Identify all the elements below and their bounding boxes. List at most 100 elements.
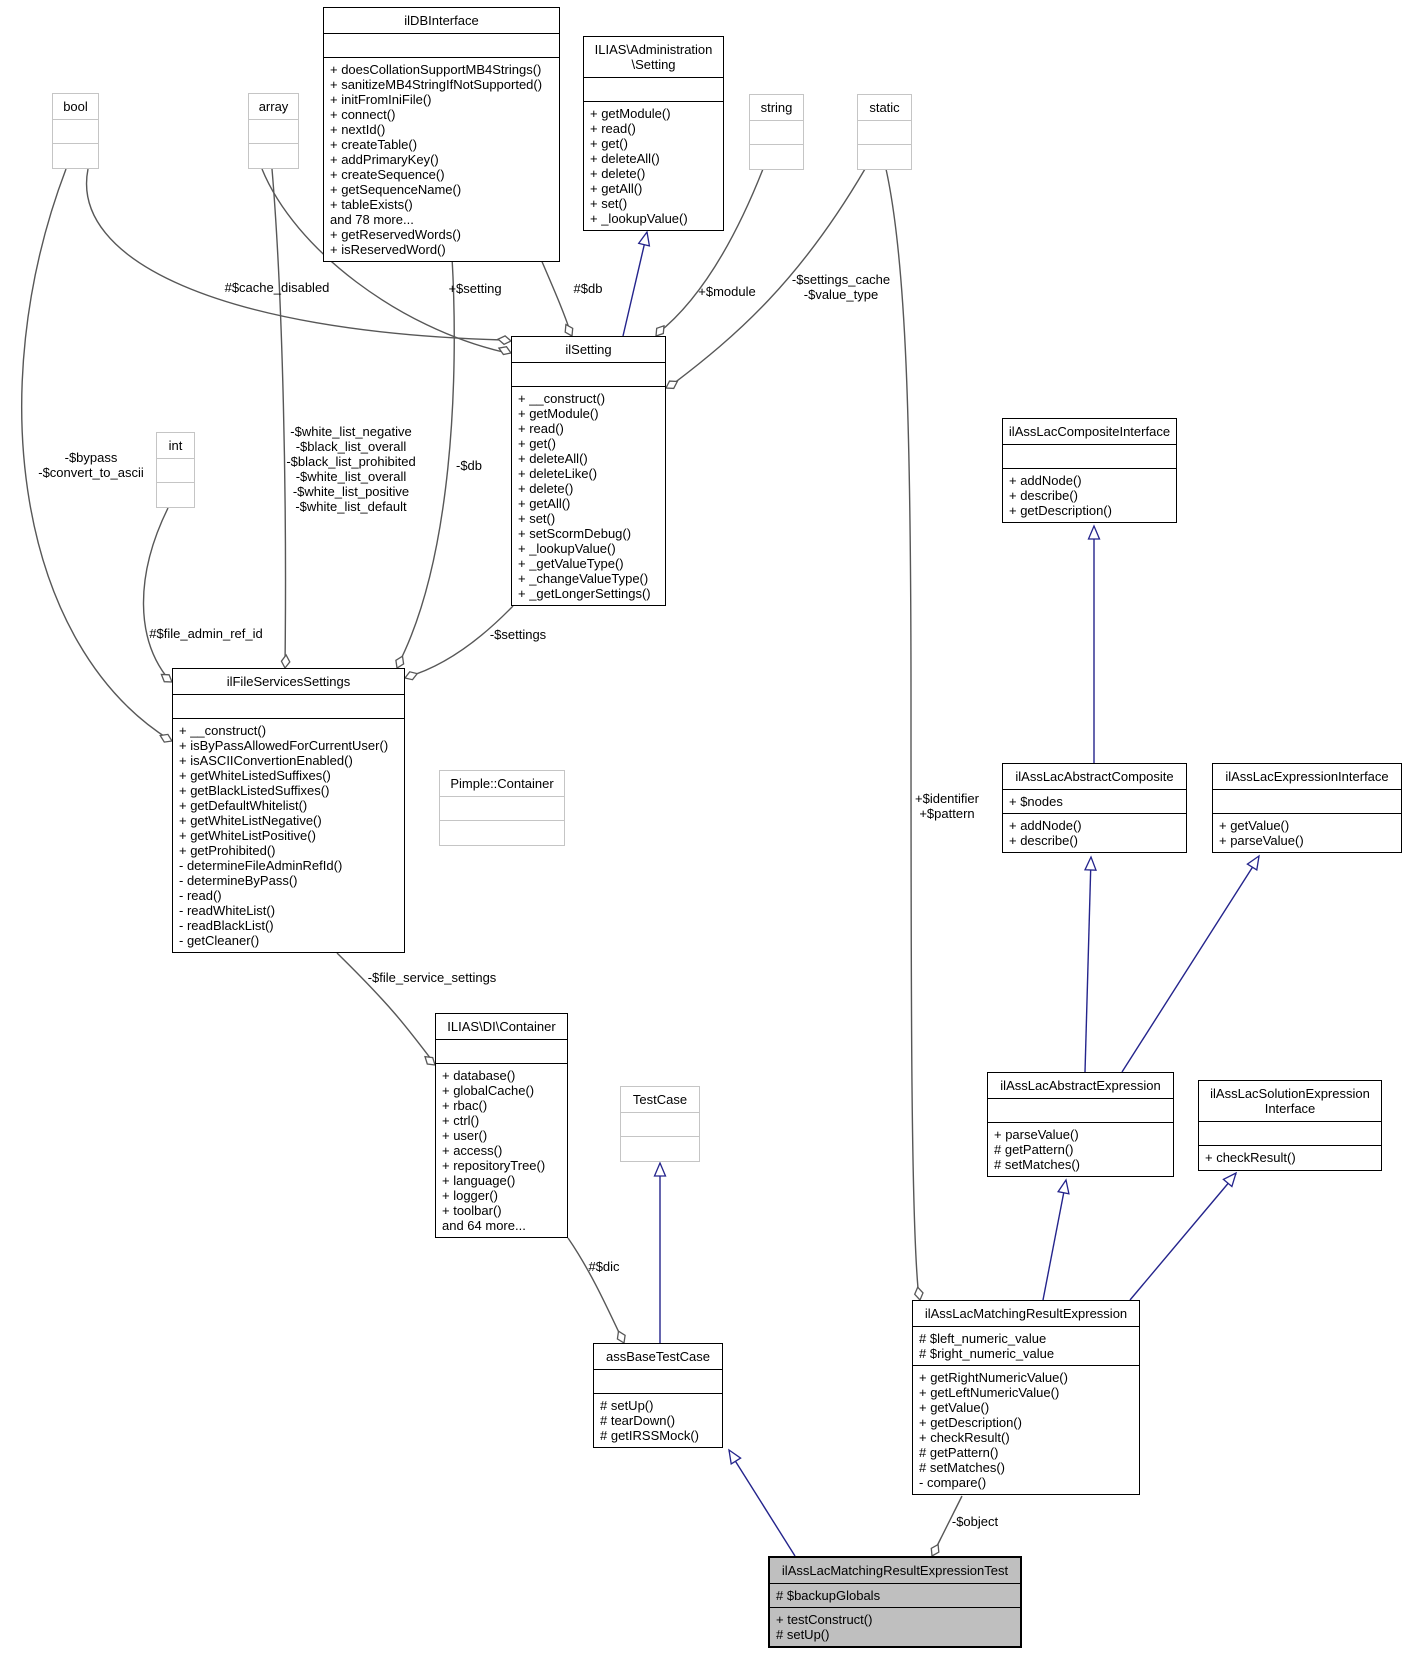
class-title: ilAssLacMatchingResultExpressionTest	[770, 1558, 1020, 1584]
aggregation-diamond	[930, 1543, 940, 1558]
edge-label-settings-private: -$settings	[490, 627, 546, 642]
edge-test-extends-assbasetestcase	[728, 1450, 796, 1557]
edge-bool-ilsetting	[85, 168, 504, 341]
class-attributes	[173, 695, 404, 719]
class-method: + parseValue()	[1219, 833, 1304, 848]
edge-label-setting: +$setting	[448, 281, 501, 296]
aggregation-diamond	[913, 1286, 924, 1302]
class-method: # setMatches()	[994, 1157, 1080, 1172]
edge-label-line: -$white_list_negative	[290, 424, 412, 439]
edge-label-line: -$white_list_positive	[292, 484, 410, 499]
class-method: + describe()	[1009, 833, 1078, 848]
class-box-ilsetting[interactable]: ilSetting+ __construct()+ getModule()+ r…	[511, 336, 666, 606]
class-method: + setScormDebug()	[518, 526, 632, 541]
edge-label-line: +$setting	[448, 281, 502, 296]
class-method: + _getValueType()	[518, 556, 624, 571]
class-attribute: + $nodes	[1009, 794, 1063, 809]
class-box-ilasslacabstractexpression[interactable]: ilAssLacAbstractExpression + parseValue()…	[987, 1072, 1174, 1177]
class-title: ilFileServicesSettings	[173, 669, 404, 695]
class-box-array[interactable]: array	[248, 93, 299, 169]
class-methods: + addNode()+ describe()	[1003, 814, 1186, 852]
class-box-int[interactable]: int	[156, 432, 195, 508]
class-attribute: # $right_numeric_value	[919, 1346, 1055, 1361]
class-box-ilfileservicessettings[interactable]: ilFileServicesSettings+ __construct()+ i…	[172, 668, 405, 953]
class-box-assbasetestcase[interactable]: assBaseTestCase# setUp()# tearDown()# ge…	[593, 1343, 723, 1448]
aggregation-diamond	[496, 335, 513, 346]
class-method: + tableExists()	[330, 197, 413, 212]
class-box-string[interactable]: string	[749, 94, 804, 170]
class-box-pimple-container[interactable]: Pimple::Container	[439, 770, 565, 846]
class-methods: + parseValue()# getPattern()# setMatches…	[988, 1123, 1173, 1176]
class-method: + getProhibited()	[179, 843, 276, 858]
class-method: # getPattern()	[919, 1445, 999, 1460]
class-title-line: \Setting	[631, 57, 676, 72]
class-title: ilAssLacAbstractExpression	[988, 1073, 1173, 1099]
class-title-line: ILIAS\DI\Container	[447, 1019, 556, 1034]
edge-label-bypass: -$bypass-$convert_to_ascii	[38, 450, 144, 480]
edge-label-identifier-pattern: +$identifier+$pattern	[915, 791, 979, 821]
class-method: - readBlackList()	[179, 918, 274, 933]
class-method: + read()	[518, 421, 564, 436]
class-box-ilasslacmatchingresultexpression[interactable]: ilAssLacMatchingResultExpression# $left_…	[912, 1300, 1140, 1495]
class-attributes	[1199, 1122, 1381, 1146]
class-method: # getPattern()	[994, 1142, 1074, 1157]
class-method: + set()	[518, 511, 556, 526]
class-title: ilAssLacCompositeInterface	[1003, 419, 1176, 445]
class-method: + database()	[442, 1068, 516, 1083]
edge-label-line: -$black_list_overall	[295, 439, 407, 454]
edge-label-line: -$file_service_settings	[367, 970, 497, 985]
class-method: + getDefaultWhitelist()	[179, 798, 308, 813]
class-method: + checkResult()	[1205, 1150, 1296, 1165]
class-attributes	[750, 121, 803, 145]
class-method: - compare()	[919, 1475, 987, 1490]
class-title-line: ilFileServicesSettings	[226, 674, 351, 689]
edge-label-line: #$cache_disabled	[224, 280, 330, 295]
class-box-ilasslacmatchingresultexpressiontest[interactable]: ilAssLacMatchingResultExpressionTest# $b…	[768, 1556, 1022, 1648]
class-attributes: + $nodes	[1003, 790, 1186, 814]
class-method: + repositoryTree()	[442, 1158, 546, 1173]
class-box-ilasslaccompositeinterface[interactable]: ilAssLacCompositeInterface + addNode()+ d…	[1002, 418, 1177, 523]
class-title: Pimple::Container	[440, 771, 564, 797]
class-title-line: ilDBInterface	[404, 13, 479, 28]
class-attributes	[858, 121, 911, 145]
class-box-ilasslacexpressioninterface[interactable]: ilAssLacExpressionInterface+ getValue()+…	[1212, 763, 1402, 853]
edge-label-line: -$db	[455, 458, 483, 473]
class-methods	[858, 145, 911, 169]
class-attributes	[249, 120, 298, 144]
class-method: + addNode()	[1009, 818, 1082, 833]
class-box-ildbinterface[interactable]: ilDBInterface+ doesCollationSupportMB4St…	[323, 7, 560, 262]
class-methods: + addNode()+ describe()+ getDescription(…	[1003, 469, 1176, 522]
edge-label-line: +$module	[698, 284, 756, 299]
edge-container-assbasetestcase	[567, 1237, 624, 1342]
class-box-ilasslacabstractcomposite[interactable]: ilAssLacAbstractComposite+ $nodes+ addNo…	[1002, 763, 1187, 853]
class-method: - readWhiteList()	[179, 903, 276, 918]
class-box-testcase[interactable]: TestCase	[620, 1086, 700, 1162]
class-method: + __construct()	[518, 391, 606, 406]
class-box-bool[interactable]: bool	[52, 93, 99, 169]
class-methods	[750, 145, 803, 169]
class-method: - read()	[179, 888, 222, 903]
class-methods	[249, 144, 298, 168]
class-method: + deleteAll()	[518, 451, 588, 466]
edge-abstractexpression-extends-expressioninterface	[1121, 856, 1260, 1073]
class-method: + getRightNumericValue()	[919, 1370, 1068, 1385]
class-box-ilias-administration-setting[interactable]: ILIAS\Administration\Setting+ getModule(…	[583, 36, 724, 231]
class-title: string	[750, 95, 803, 121]
edge-label-white-lists: -$white_list_negative-$black_list_overal…	[286, 424, 415, 514]
aggregation-diamond	[280, 653, 291, 670]
class-attributes	[157, 459, 194, 483]
inheritance-arrowhead	[1246, 854, 1260, 871]
class-method: + createSequence()	[330, 167, 445, 182]
edge-label-db-private: -$db	[456, 458, 482, 473]
edge-matchingresult-extends-solutioninterface	[1129, 1173, 1237, 1301]
class-method: + _lookupValue()	[518, 541, 616, 556]
class-methods: + database()+ globalCache()+ rbac()+ ctr…	[436, 1064, 567, 1237]
class-method: + checkResult()	[919, 1430, 1010, 1445]
edge-array-ilsetting	[261, 168, 504, 353]
class-box-ilias-di-container[interactable]: ILIAS\DI\Container + database()+ globalCa…	[435, 1013, 568, 1238]
class-methods	[53, 144, 98, 168]
class-method: + isASCIIConvertionEnabled()	[179, 753, 353, 768]
class-box-static[interactable]: static	[857, 94, 912, 170]
inheritance-arrowhead	[1057, 1178, 1070, 1195]
